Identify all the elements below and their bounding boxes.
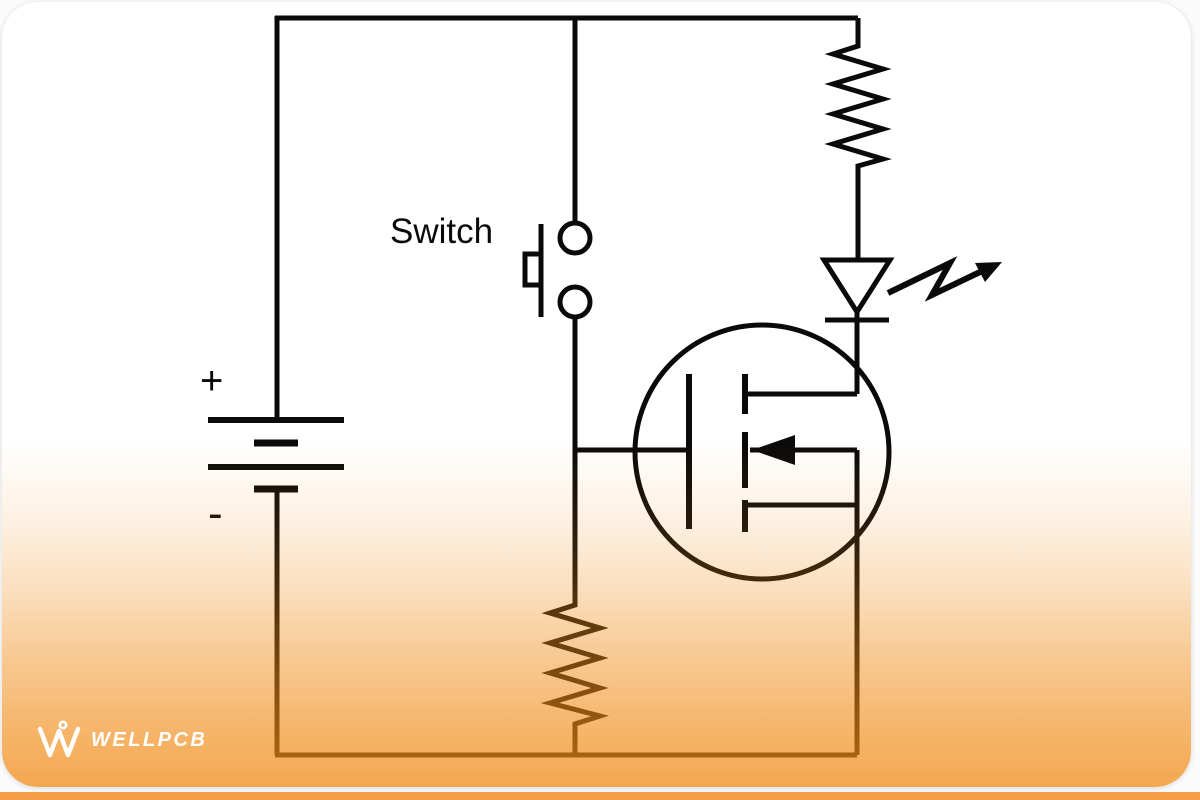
battery: + - <box>200 359 344 538</box>
background-strip <box>0 792 1200 800</box>
pull-down-resistor-zigzag <box>540 318 609 755</box>
battery-minus-label: - <box>208 489 223 538</box>
series-resistor-zigzag <box>824 18 892 260</box>
switch-contact-top <box>557 220 593 256</box>
led-light-arrow <box>886 256 982 302</box>
battery-plus-label: + <box>200 359 223 403</box>
circuit-schematic: + - Switch <box>200 15 1002 758</box>
wellpcb-logo: WELLPCB <box>36 719 207 761</box>
switch-label: Switch <box>390 212 493 251</box>
switch-contact-bottom <box>557 284 593 320</box>
pull-down-resistor <box>540 318 609 755</box>
wellpcb-logo-icon <box>37 720 81 758</box>
led-triangle <box>819 257 895 317</box>
led <box>819 256 1002 394</box>
n-channel-mosfet <box>575 322 892 755</box>
mosfet-body-arrow <box>752 435 795 465</box>
push-button-switch: Switch <box>390 18 593 320</box>
wellpcb-logo-text: WELLPCB <box>91 728 208 751</box>
wire-loop <box>274 15 858 758</box>
schematic-card: + - Switch <box>2 2 1191 787</box>
series-resistor <box>824 18 892 260</box>
